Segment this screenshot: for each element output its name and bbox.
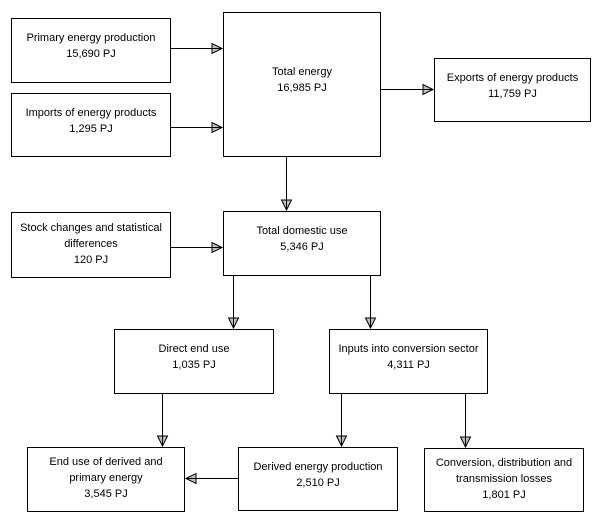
node-conversion-distribution-transmission-losses: Conversion, distribution and transmissio…	[424, 448, 584, 512]
node-label: differences	[64, 237, 118, 250]
arrowhead-stock-to-domestic	[211, 241, 224, 254]
node-value: 1,295 PJ	[69, 122, 113, 135]
arrowhead-derived-to-enduse	[184, 472, 197, 485]
node-value: 1,035 PJ	[172, 359, 216, 371]
node-value: 11,759 PJ	[488, 87, 537, 100]
node-total-domestic-use: Total domestic use 5,346 PJ	[223, 211, 381, 276]
node-label: Total domestic use	[256, 225, 348, 237]
node-label: Imports of energy products	[25, 106, 157, 119]
node-exports-of-energy-products: Exports of energy products 11,759 PJ	[434, 58, 591, 122]
node-value: 5,346 PJ	[280, 241, 324, 253]
arrowhead-direct-to-enduse	[156, 435, 169, 448]
arrowhead-imports-to-total	[211, 121, 224, 134]
node-inputs-into-conversion-sector: Inputs into conversion sector 4,311 PJ	[329, 329, 488, 394]
node-label: primary energy	[69, 472, 143, 484]
arrowhead-inputs-to-losses	[459, 436, 472, 449]
node-stock-changes-statistical-differences: Stock changes and statistical difference…	[11, 212, 171, 278]
arrowhead-domestic-to-direct	[227, 317, 240, 330]
node-label: End use of derived and	[49, 456, 163, 468]
node-primary-energy-production: Primary energy production 15,690 PJ	[11, 18, 171, 83]
node-value: 4,311 PJ	[387, 359, 430, 371]
node-value: 3,545 PJ	[84, 488, 128, 500]
node-label: Stock changes and statistical	[20, 221, 162, 234]
node-direct-end-use: Direct end use 1,035 PJ	[114, 329, 274, 394]
node-label: Exports of energy products	[446, 71, 579, 84]
arrowhead-primary-to-total	[211, 42, 224, 55]
node-value: 16,985 PJ	[277, 82, 327, 94]
arrowhead-total-to-exports	[422, 83, 435, 96]
node-value: 1,801 PJ	[482, 488, 526, 501]
node-label: Direct end use	[158, 343, 230, 355]
arrowhead-domestic-to-inputs	[364, 317, 377, 330]
node-label: Primary energy production	[26, 32, 156, 44]
node-derived-energy-production: Derived energy production 2,510 PJ	[238, 447, 398, 511]
arrowhead-inputs-to-derived	[335, 435, 348, 448]
node-imports-of-energy-products: Imports of energy products 1,295 PJ	[11, 93, 171, 157]
node-value: 120 PJ	[73, 253, 109, 266]
node-label: Inputs into conversion sector	[338, 343, 479, 355]
arrowhead-total-to-domestic	[280, 199, 293, 212]
node-label: Conversion, distribution and	[435, 456, 573, 469]
node-value: 2,510 PJ	[296, 476, 340, 489]
node-value: 15,690 PJ	[66, 48, 116, 60]
node-end-use-derived-primary-energy: End use of derived and primary energy 3,…	[27, 447, 185, 512]
node-label: Derived energy production	[253, 460, 383, 473]
node-label: transmission losses	[456, 472, 552, 485]
node-label: Total energy	[272, 66, 332, 78]
node-total-energy: Total energy 16,985 PJ	[223, 12, 381, 157]
